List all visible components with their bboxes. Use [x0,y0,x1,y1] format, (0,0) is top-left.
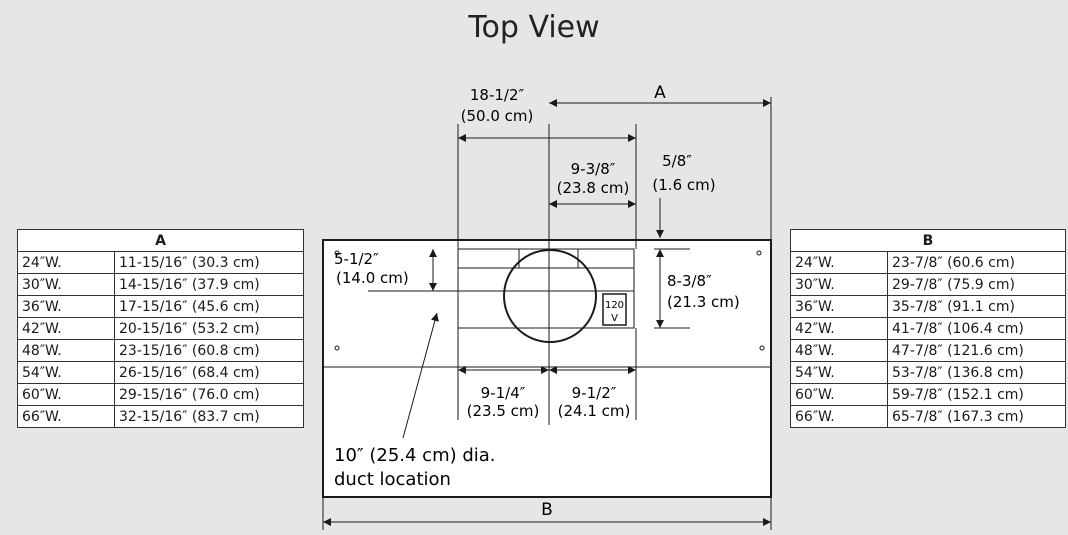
width-cell: 30″W. [17,273,115,296]
duct-plate [457,248,635,329]
value-cell: 53-7/8″ (136.8 cm) [887,361,1066,384]
value-cell: 29-15/16″ (76.0 cm) [114,383,304,406]
width-cell: 36″W. [17,295,115,318]
table-row: 36″W.35-7/8″ (91.1 cm) [790,295,1066,318]
value-cell: 35-7/8″ (91.1 cm) [887,295,1066,318]
dim-9-14-cm: (23.5 cm) [467,402,540,420]
mount-hole [334,250,340,256]
value-cell: 20-15/16″ (53.2 cm) [114,317,304,340]
table-row: 42″W.41-7/8″ (106.4 cm) [790,317,1066,340]
value-cell: 47-7/8″ (121.6 cm) [887,339,1066,362]
width-cell: 42″W. [17,317,115,340]
mount-hole [759,345,765,351]
table-row: 24″W.23-7/8″ (60.6 cm) [790,251,1066,274]
table-row: 66″W.32-15/16″ (83.7 cm) [17,405,304,428]
dim-9-38-cm: (23.8 cm) [557,179,630,197]
value-cell: 29-7/8″ (75.9 cm) [887,273,1066,296]
width-cell: 54″W. [17,361,115,384]
dim-5-12-cm: (14.0 cm) [336,269,409,287]
duct-label-line1: 10″ (25.4 cm) dia. [334,445,496,466]
mount-hole [334,345,340,351]
dim-8-38-inch: 8-3/8″ [667,272,712,290]
width-cell: 54″W. [790,361,888,384]
value-cell: 11-15/16″ (30.3 cm) [114,251,304,274]
dim-9-38-inch: 9-3/8″ [571,160,616,178]
outlet-box [602,293,627,326]
table-b-header: B [790,229,1066,252]
dim-9-14-inch: 9-1/4″ [481,384,526,402]
width-cell: 42″W. [790,317,888,340]
value-cell: 23-15/16″ (60.8 cm) [114,339,304,362]
dim-a-label: A [654,83,666,103]
value-cell: 17-15/16″ (45.6 cm) [114,295,304,318]
width-cell: 24″W. [17,251,115,274]
table-row: 24″W.11-15/16″ (30.3 cm) [17,251,304,274]
table-row: 66″W.65-7/8″ (167.3 cm) [790,405,1066,428]
duct-label-line2: duct location [334,469,451,490]
page-title: Top View [468,10,600,45]
width-cell: 36″W. [790,295,888,318]
width-cell: 66″W. [17,405,115,428]
dim-58-inch: 5/8″ [662,152,692,170]
value-cell: 32-15/16″ (83.7 cm) [114,405,304,428]
dim-18-cm: (50.0 cm) [461,107,534,125]
dim-5-12-inch: 5-1/2″ [334,250,379,268]
table-row: 36″W.17-15/16″ (45.6 cm) [17,295,304,318]
table-row: 48″W.23-15/16″ (60.8 cm) [17,339,304,362]
outlet-label-top: 120 [605,300,624,311]
dim-18-inch: 18-1/2″ [470,86,525,104]
dim-58-cm: (1.6 cm) [652,176,715,194]
table-row: 60″W.59-7/8″ (152.1 cm) [790,383,1066,406]
table-a-header: A [17,229,304,252]
dim-b-label: B [541,500,553,520]
width-cell: 24″W. [790,251,888,274]
duct-circle [503,249,597,343]
mount-hole [756,250,762,256]
table-a: A 24″W.11-15/16″ (30.3 cm) 30″W.14-15/16… [17,229,304,428]
value-cell: 23-7/8″ (60.6 cm) [887,251,1066,274]
value-cell: 26-15/16″ (68.4 cm) [114,361,304,384]
width-cell: 66″W. [790,405,888,428]
dim-8-38-cm: (21.3 cm) [667,293,740,311]
table-row: 54″W.26-15/16″ (68.4 cm) [17,361,304,384]
width-cell: 60″W. [790,383,888,406]
table-row: 42″W.20-15/16″ (53.2 cm) [17,317,304,340]
value-cell: 41-7/8″ (106.4 cm) [887,317,1066,340]
width-cell: 60″W. [17,383,115,406]
dim-9-12-cm: (24.1 cm) [558,402,631,420]
table-row: 30″W.29-7/8″ (75.9 cm) [790,273,1066,296]
table-b: B 24″W.23-7/8″ (60.6 cm) 30″W.29-7/8″ (7… [790,229,1066,428]
width-cell: 48″W. [17,339,115,362]
duct-leader-line [402,312,439,439]
width-cell: 30″W. [790,273,888,296]
table-row: 30″W.14-15/16″ (37.9 cm) [17,273,304,296]
outlet-label-bottom: V [611,313,618,324]
value-cell: 14-15/16″ (37.9 cm) [114,273,304,296]
value-cell: 59-7/8″ (152.1 cm) [887,383,1066,406]
table-row: 48″W.47-7/8″ (121.6 cm) [790,339,1066,362]
dim-9-12-inch: 9-1/2″ [572,384,617,402]
table-row: 60″W.29-15/16″ (76.0 cm) [17,383,304,406]
value-cell: 65-7/8″ (167.3 cm) [887,405,1066,428]
table-row: 54″W.53-7/8″ (136.8 cm) [790,361,1066,384]
width-cell: 48″W. [790,339,888,362]
